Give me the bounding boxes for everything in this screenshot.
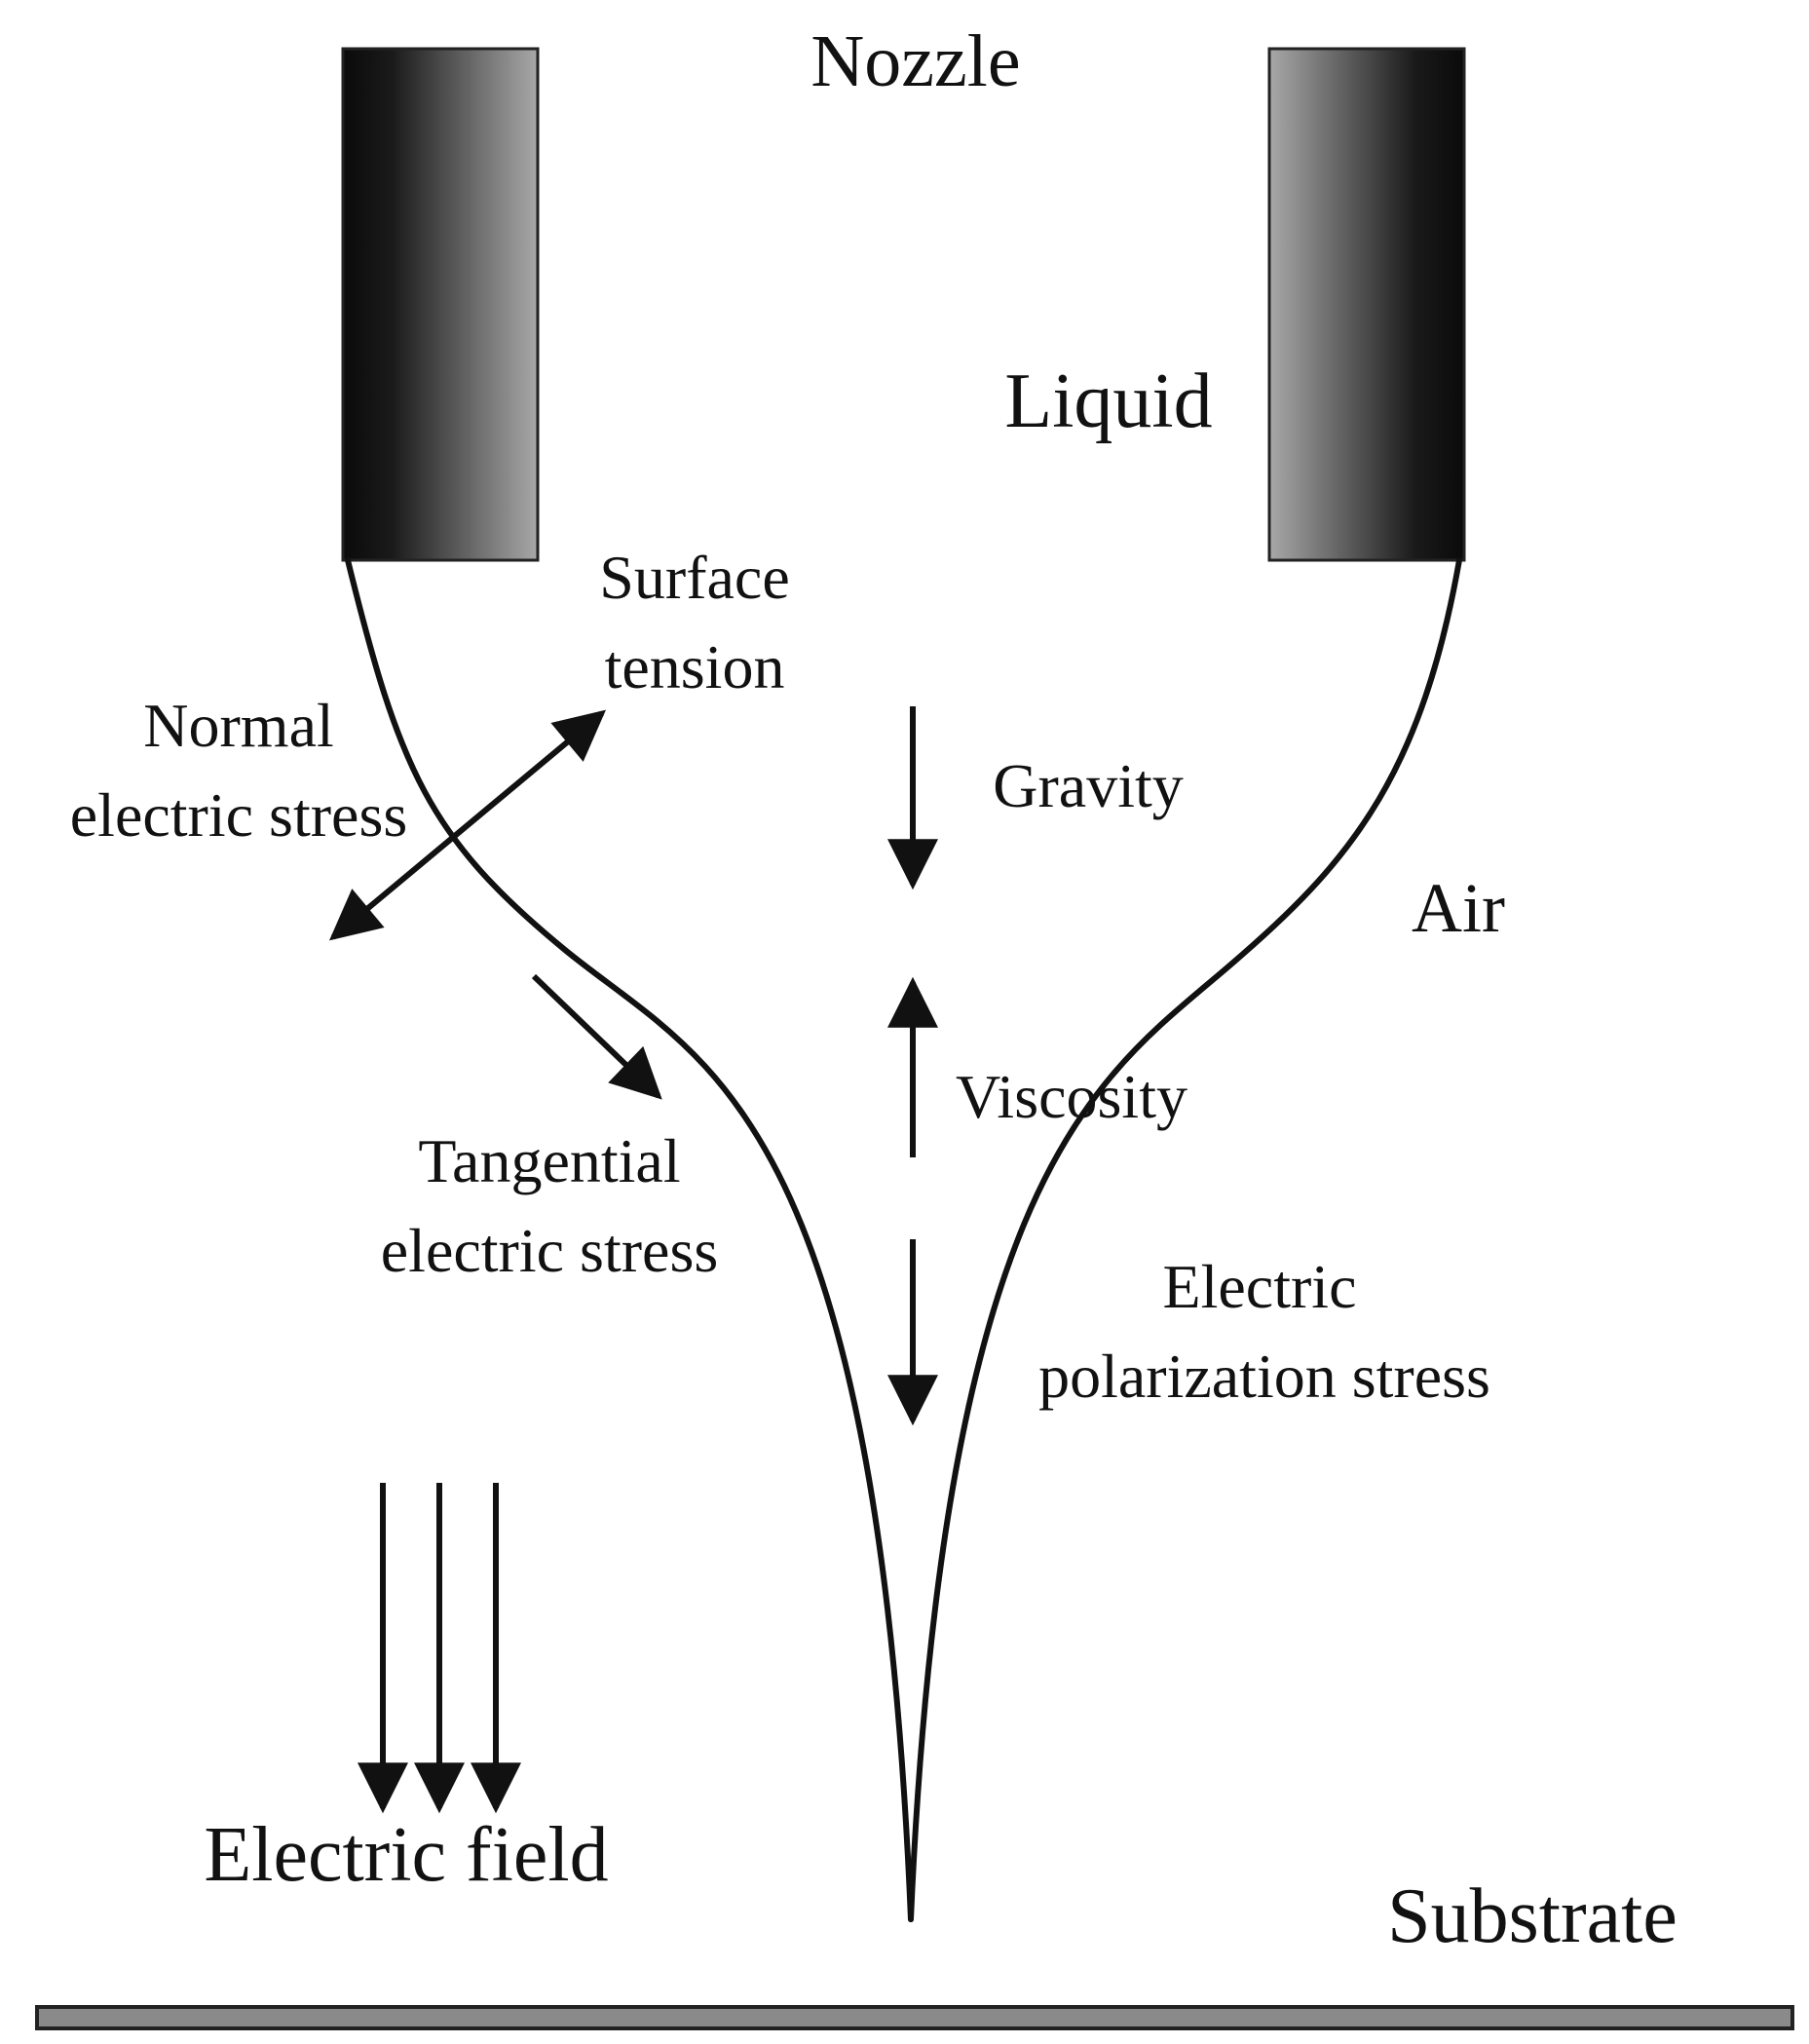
polarization-stress-label-line1: Electric [1163,1252,1357,1321]
surface-tension-label-line2: tension [605,632,785,701]
normal-stress-label-line1: Normal [143,691,334,760]
gravity-label: Gravity [993,751,1184,820]
cone-right-profile [908,557,1462,1922]
viscosity-label: Viscosity [956,1062,1187,1131]
surface-tension-label-line1: Surface [599,543,789,612]
tangential-stress-label-line1: Tangential [418,1126,680,1195]
electric-field-label: Electric field [204,1812,608,1898]
nozzle-right-wall [1267,47,1466,562]
nozzle-label: Nozzle [810,20,1020,102]
tangential-stress-label-line2: electric stress [381,1216,719,1285]
substrate-label: Substrate [1387,1874,1677,1959]
liquid-label: Liquid [1004,359,1212,444]
normal-stress-label-line2: electric stress [70,780,408,850]
nozzle-left-wall [341,47,540,562]
normal-stress-double-arrow [329,709,606,941]
tangential-stress-arrow [531,973,662,1100]
substrate-plate [35,2005,1794,2030]
polarization-stress-label-line2: polarization stress [1038,1342,1490,1411]
air-label: Air [1412,869,1505,947]
